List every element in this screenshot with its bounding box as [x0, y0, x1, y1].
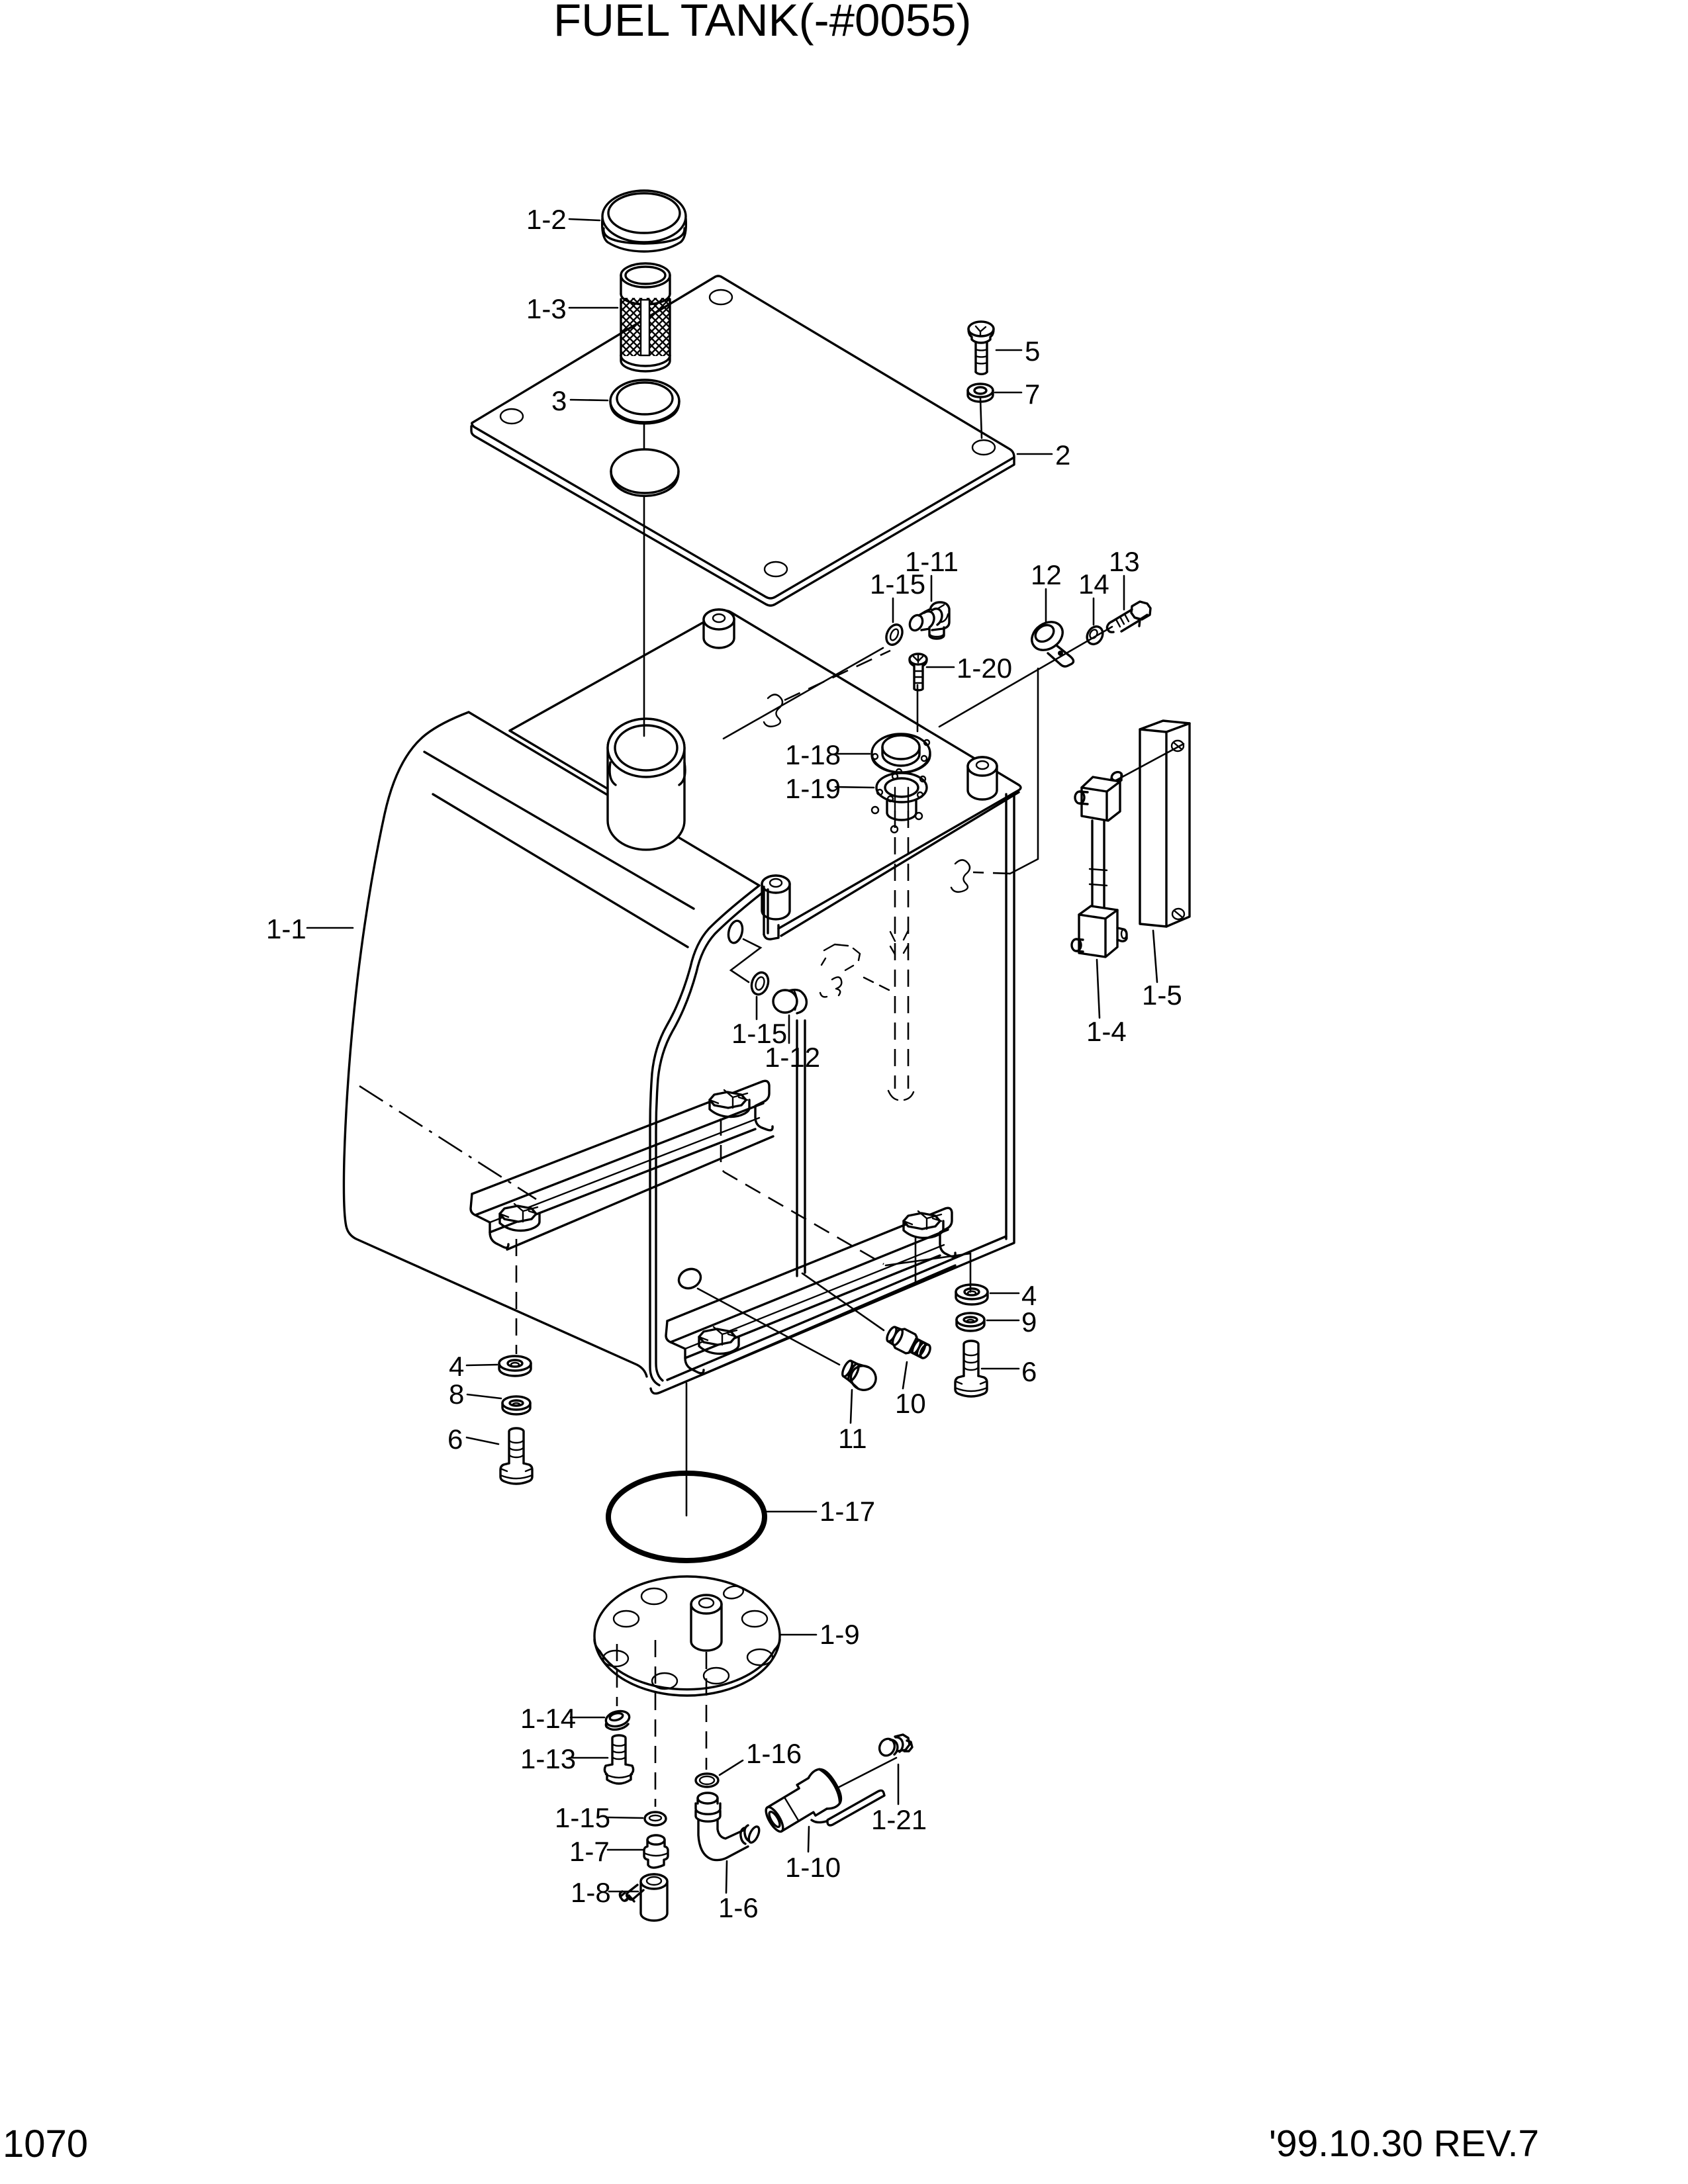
svg-text:10: 10: [895, 1388, 926, 1419]
svg-text:8: 8: [449, 1379, 464, 1410]
svg-text:1-15: 1-15: [870, 569, 925, 600]
svg-text:1-21: 1-21: [871, 1804, 927, 1835]
svg-text:1-1: 1-1: [266, 913, 306, 944]
svg-text:2: 2: [1055, 439, 1070, 471]
svg-text:1-15: 1-15: [731, 1018, 787, 1049]
svg-text:1-5: 1-5: [1142, 979, 1182, 1011]
svg-text:6: 6: [1021, 1356, 1037, 1387]
svg-text:1-16: 1-16: [746, 1738, 802, 1769]
svg-text:3: 3: [551, 385, 567, 416]
svg-text:1-15: 1-15: [555, 1802, 610, 1833]
svg-text:1-20: 1-20: [957, 653, 1012, 684]
svg-text:1-7: 1-7: [569, 1836, 610, 1867]
svg-text:12: 12: [1031, 559, 1062, 590]
svg-text:FUEL TANK(-#0055): FUEL TANK(-#0055): [553, 0, 971, 46]
svg-text:1-12: 1-12: [765, 1042, 820, 1073]
svg-text:1-18: 1-18: [785, 739, 841, 770]
svg-text:1-4: 1-4: [1086, 1016, 1127, 1047]
svg-text:11: 11: [838, 1423, 867, 1454]
svg-text:13: 13: [1109, 546, 1140, 577]
svg-text:1-17: 1-17: [820, 1496, 875, 1527]
svg-text:1-6: 1-6: [718, 1892, 759, 1923]
svg-text:1-19: 1-19: [785, 773, 841, 804]
svg-text:1-8: 1-8: [571, 1877, 611, 1908]
svg-text:1-3: 1-3: [526, 293, 567, 324]
svg-text:'99.10.30 REV.7: '99.10.30 REV.7: [1269, 2122, 1539, 2165]
svg-text:1-13: 1-13: [520, 1743, 576, 1774]
svg-text:1-10: 1-10: [785, 1852, 841, 1883]
svg-text:1070: 1070: [3, 2122, 88, 2165]
svg-text:4: 4: [1021, 1280, 1037, 1311]
svg-text:7: 7: [1025, 379, 1040, 410]
svg-text:1-9: 1-9: [820, 1619, 860, 1650]
svg-text:4: 4: [449, 1351, 464, 1382]
svg-text:1-2: 1-2: [526, 204, 567, 235]
svg-text:9: 9: [1021, 1306, 1037, 1338]
svg-text:5: 5: [1025, 336, 1040, 367]
svg-text:1-11: 1-11: [905, 546, 959, 577]
svg-text:6: 6: [447, 1424, 463, 1455]
svg-text:14: 14: [1078, 569, 1109, 600]
svg-text:1-14: 1-14: [520, 1703, 576, 1734]
